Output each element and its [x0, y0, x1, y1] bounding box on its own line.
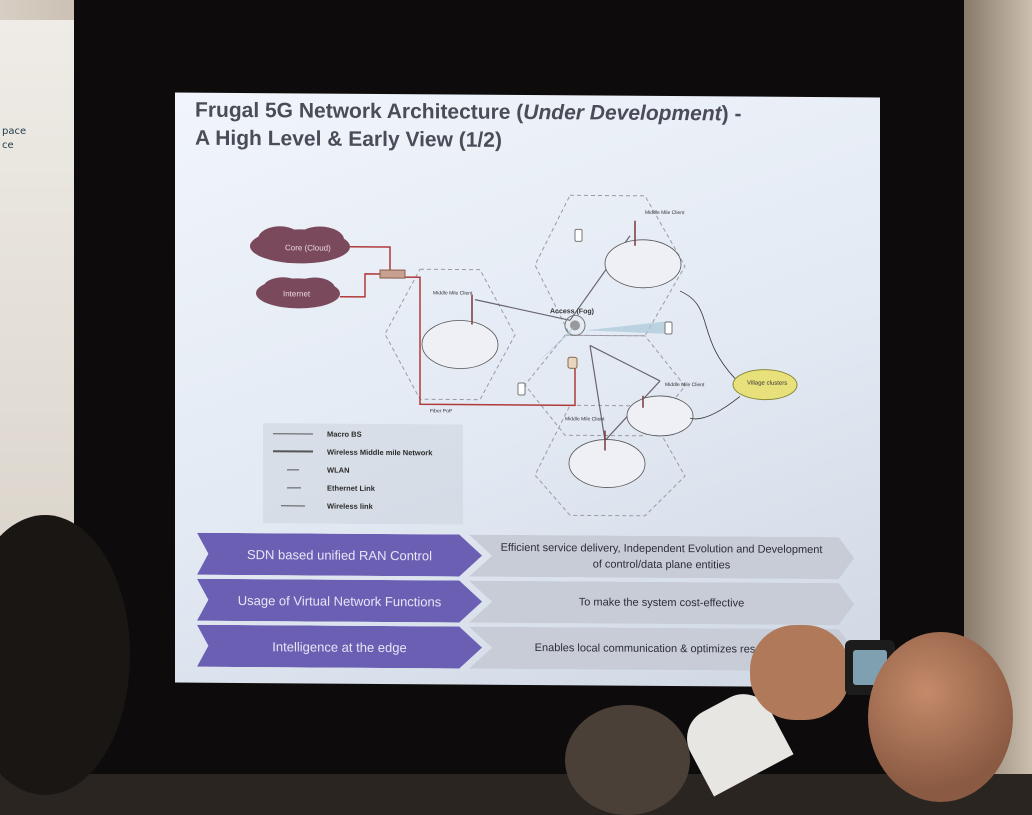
wireless-link-legend-icon — [281, 504, 305, 506]
presentation-slide: Frugal 5G Network Architecture (Under De… — [175, 92, 880, 688]
cluster-label: Middle Mile Client — [645, 210, 685, 216]
fiber-pop-label: Fiber PoP — [430, 408, 453, 414]
feature-row: SDN based unified RAN Control Efficient … — [197, 533, 857, 580]
core-cloud-label: Core (Cloud) — [285, 243, 331, 252]
feature-chevron: SDN based unified RAN Control — [197, 533, 482, 577]
wireless-link-village-bottom — [689, 396, 741, 420]
audience-head-right — [868, 632, 1013, 802]
village-clusters-node — [732, 369, 798, 401]
audience-hand — [750, 625, 850, 720]
legend-item: Wireless Middle mile Network — [273, 443, 432, 460]
audience-head-left — [0, 515, 130, 795]
legend-item: Wireless link — [273, 497, 373, 514]
cluster-cloud-bottom — [568, 439, 646, 488]
cluster-cloud-left — [421, 320, 499, 369]
ethernet-legend-icon — [287, 486, 301, 488]
cluster-cloud-right — [626, 395, 694, 437]
phone-icon — [567, 356, 578, 369]
access-fog-label: Access (Fog) — [550, 308, 594, 315]
wlan-legend-icon — [287, 468, 299, 470]
cluster-label: Middle Mile Client — [433, 290, 473, 296]
feature-chevron: Intelligence at the edge — [197, 625, 482, 669]
access-fog-node — [564, 314, 586, 336]
fiber-link-internet — [340, 273, 390, 298]
wireless-link-village-top — [679, 290, 736, 379]
macro-bs-legend-icon — [273, 432, 313, 435]
legend-item: Macro BS — [273, 425, 362, 442]
phone-icon — [664, 321, 673, 335]
banner-text: pace ce — [2, 126, 27, 151]
mm-link-4 — [589, 345, 606, 441]
feature-description: Efficient service delivery, Independent … — [469, 535, 854, 580]
legend-item: WLAN — [273, 461, 350, 478]
phone-icon — [574, 228, 583, 242]
legend-item: Ethernet Link — [273, 479, 375, 496]
feature-row: Usage of Virtual Network Functions To ma… — [197, 579, 857, 626]
internet-cloud — [256, 277, 340, 309]
side-banner: pace ce — [0, 20, 74, 540]
audience-head-middle — [565, 705, 690, 815]
feature-description: To make the system cost-effective — [469, 581, 854, 626]
hex-cell-bottom — [534, 404, 686, 517]
fiber-link-core — [350, 246, 391, 275]
hex-cell-left — [384, 268, 516, 401]
network-diagram: Core (Cloud) Internet Access (Fog) — [250, 194, 798, 517]
diagram-legend: Macro BS Wireless Middle mile Network WL… — [263, 423, 463, 525]
mm-link-1 — [474, 299, 571, 321]
fiber-link-ring — [400, 276, 576, 407]
wireless-middle-mile-legend-icon — [273, 450, 313, 453]
cluster-label: Middle Mile Client — [665, 382, 705, 388]
mm-link-2 — [589, 344, 661, 382]
cluster-cloud-top — [604, 239, 682, 289]
village-clusters-label: Village clusters — [747, 381, 787, 387]
core-cloud — [250, 226, 350, 264]
fiber-switch-icon — [379, 269, 406, 279]
phone-icon — [517, 382, 526, 396]
wireless-beam — [585, 320, 670, 334]
internet-cloud-label: Internet — [283, 289, 311, 298]
cluster-label: Middle Mile Client — [565, 416, 605, 422]
feature-chevron: Usage of Virtual Network Functions — [197, 579, 482, 623]
